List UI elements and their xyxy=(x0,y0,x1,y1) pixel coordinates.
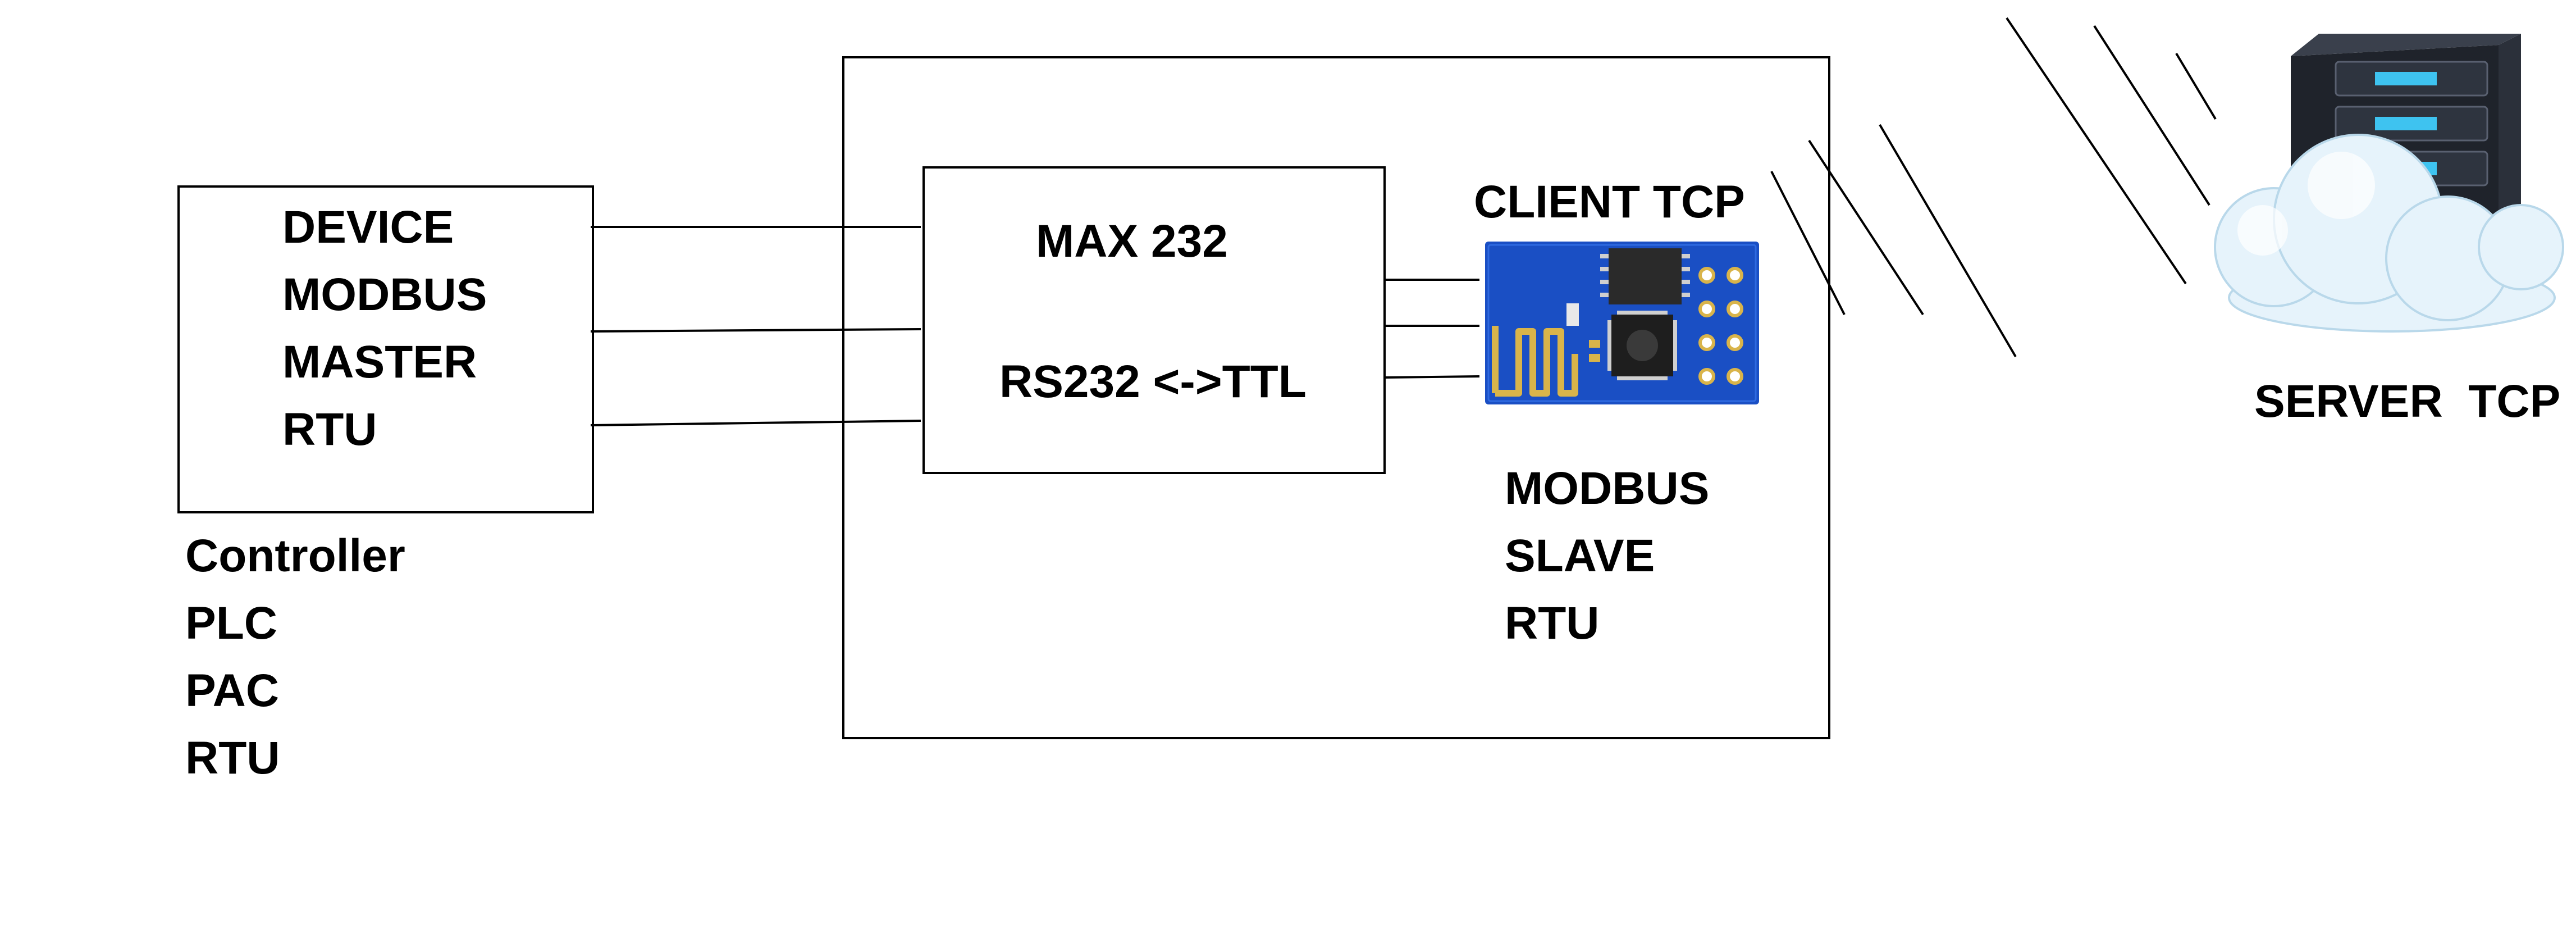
server-tcp-label: SERVER TCP xyxy=(2254,376,2561,427)
controller-caption: Controller PLC PAC RTU xyxy=(185,522,405,792)
device-line: RTU xyxy=(282,404,377,455)
slave-line: SLAVE xyxy=(1505,530,1655,581)
slave-line: MODBUS xyxy=(1505,463,1710,514)
cloud-server-icon xyxy=(2214,34,2564,333)
rs232-ttl-label: RS232 <->TTL xyxy=(999,356,1307,407)
ttl-wire-3 xyxy=(1383,375,1480,379)
controller-line: Controller xyxy=(185,530,405,581)
signal-stroke-1 xyxy=(1770,171,1846,315)
device-line: MODBUS xyxy=(282,269,487,320)
max232-label: MAX 232 xyxy=(1036,216,1228,267)
slave-line: RTU xyxy=(1505,598,1600,649)
gateway-box xyxy=(842,56,1830,739)
signal-stroke-4 xyxy=(2006,17,2187,285)
signal-stroke-6 xyxy=(2175,52,2217,120)
device-box-text: DEVICE MODBUS MASTER RTU xyxy=(282,194,487,463)
client-tcp-label: CLIENT TCP xyxy=(1474,176,1745,228)
signal-stroke-2 xyxy=(1808,139,1924,316)
device-box xyxy=(177,185,594,513)
controller-line: PLC xyxy=(185,598,277,649)
max232-box xyxy=(922,166,1386,474)
signal-stroke-3 xyxy=(1879,124,2017,358)
signal-stroke-5 xyxy=(2093,25,2210,206)
device-line: MASTER xyxy=(282,336,477,388)
controller-line: PAC xyxy=(185,665,280,716)
serial-wire-2 xyxy=(590,328,921,333)
serial-wire-3 xyxy=(590,420,921,426)
device-line: DEVICE xyxy=(282,202,454,253)
wifi-module-icon xyxy=(1485,242,1759,404)
modbus-slave-text: MODBUS SLAVE RTU xyxy=(1505,455,1709,657)
controller-line: RTU xyxy=(185,733,280,784)
